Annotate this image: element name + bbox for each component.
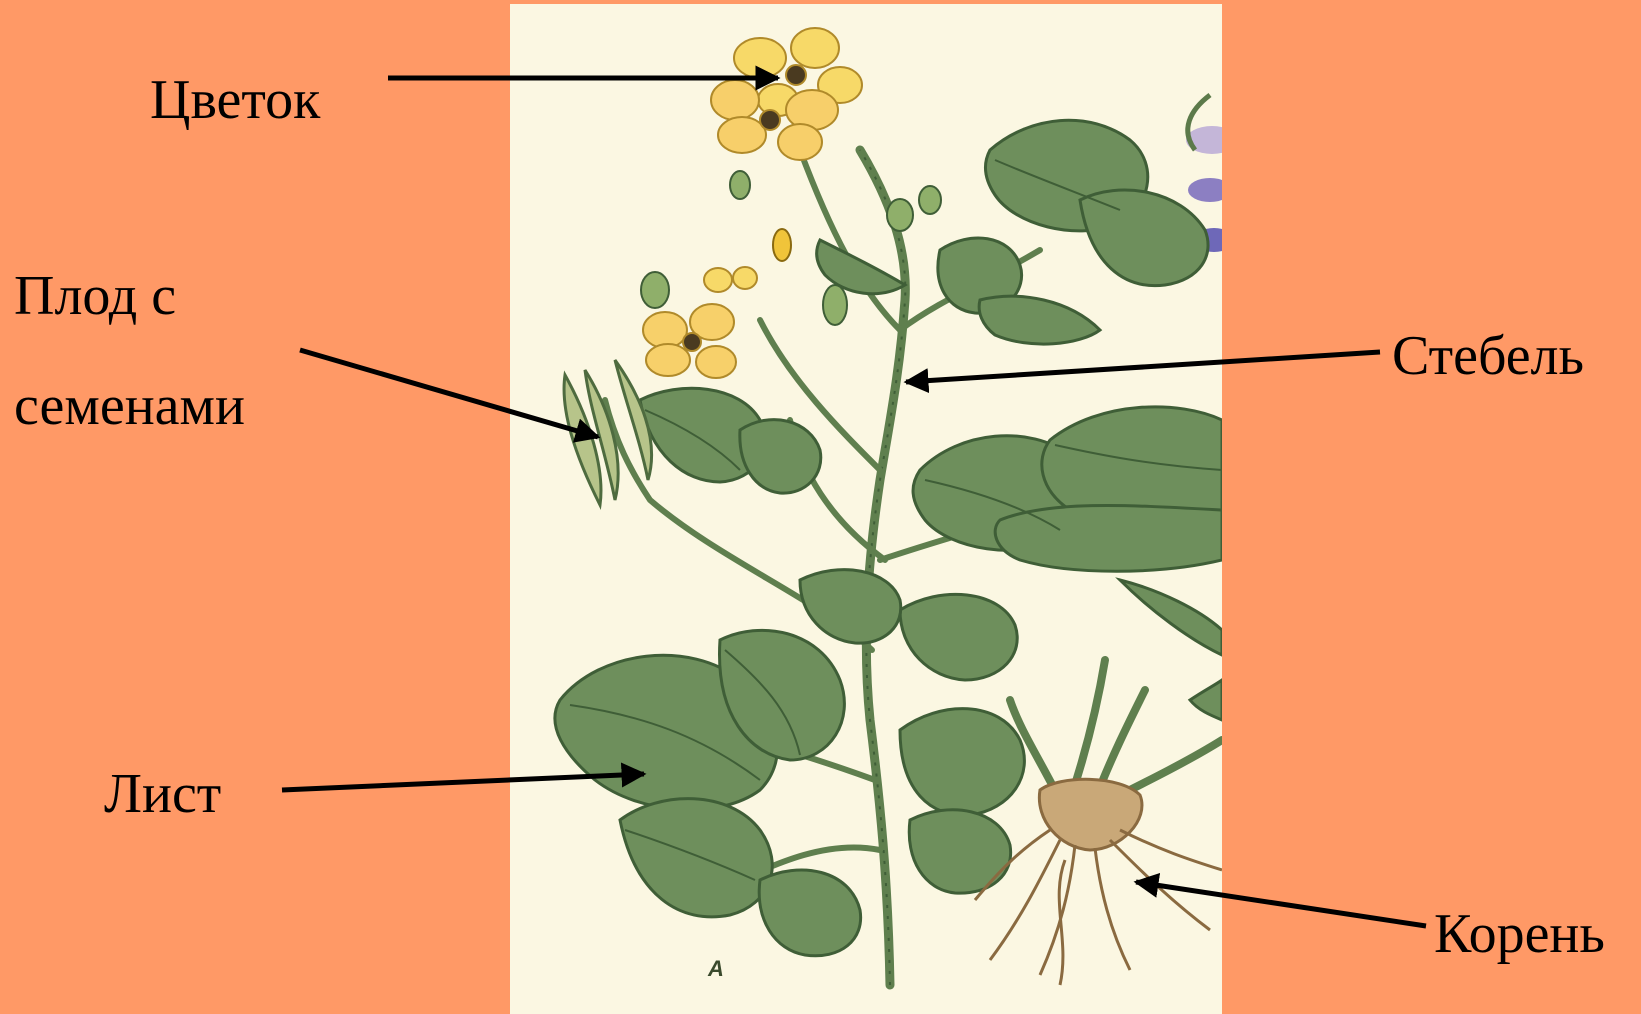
- label-stem: Стебель: [1392, 328, 1584, 384]
- label-root: Корень: [1434, 906, 1605, 962]
- label-leaf: Лист: [104, 766, 221, 822]
- label-fruit-line2: семенами: [14, 378, 245, 434]
- plate-letter: А: [708, 956, 724, 982]
- label-fruit-line1: Плод с: [14, 268, 176, 324]
- label-flower: Цветок: [150, 72, 320, 128]
